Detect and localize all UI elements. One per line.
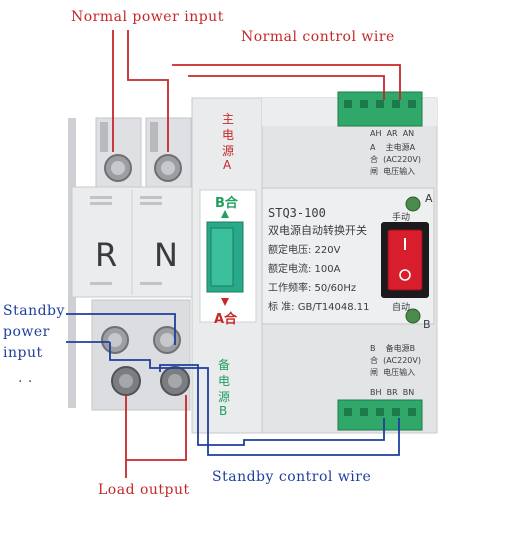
bottom-terminal-labels: BH BR BN bbox=[370, 388, 415, 397]
top-info-line-3: 闸 电压输入 bbox=[370, 167, 416, 176]
top-green-terminal bbox=[337, 91, 423, 127]
spec-line-2: 额定电流: 100A bbox=[268, 264, 341, 275]
main-source-char-2: 电 bbox=[222, 128, 235, 142]
standby-source-char-3: 源 bbox=[218, 390, 231, 404]
spec-line-4: 标 准: GB/T14048.11 bbox=[268, 302, 370, 313]
phase-label-r: R bbox=[95, 236, 118, 274]
spec-line-3: 工作频率: 50/60Hz bbox=[268, 283, 357, 294]
indicator-led-b bbox=[405, 308, 421, 324]
standby-control-wire-label: Standby control wire bbox=[212, 469, 372, 485]
phase-label-n: N bbox=[154, 236, 178, 274]
indicator-b-label: B bbox=[423, 318, 431, 331]
main-source-char-3: 源 bbox=[222, 144, 235, 158]
indicator-led-a bbox=[405, 196, 421, 212]
standby-power-input-label-line2: power bbox=[3, 324, 50, 340]
standby-source-letter: B bbox=[219, 404, 228, 418]
standby-source-char-2: 电 bbox=[218, 374, 231, 388]
rocker-switch bbox=[387, 229, 423, 291]
standby-power-input-label-line3: input bbox=[3, 345, 43, 361]
standby-dots: . . bbox=[18, 370, 33, 386]
auto-label: 自动 bbox=[392, 303, 411, 313]
standby-source-char-1: 备 bbox=[218, 358, 231, 372]
load-output-label: Load output bbox=[98, 482, 190, 498]
bottom-info-line-1: B 备电源B bbox=[370, 344, 416, 353]
manual-label: 手动 bbox=[392, 213, 411, 223]
top-info-line-1: A 主电源A bbox=[370, 143, 416, 152]
model-label: STQ3-100 bbox=[268, 206, 326, 220]
standby-power-input-label-line1: Standby bbox=[3, 303, 65, 319]
top-info-line-2: 合 (AC220V) bbox=[370, 155, 421, 164]
switch-bottom-label: A合 bbox=[214, 312, 238, 327]
bottom-info-line-3: 闸 电压输入 bbox=[370, 368, 416, 377]
normal-power-input-label: Normal power input bbox=[71, 9, 224, 25]
switch-lever bbox=[210, 227, 234, 287]
bottom-info-line-2: 合 (AC220V) bbox=[370, 356, 421, 365]
switch-top-label: B合 bbox=[215, 196, 238, 211]
spec-line-1: 额定电压: 220V bbox=[268, 245, 341, 256]
main-source-char-1: 主 bbox=[222, 112, 235, 126]
main-source-letter: A bbox=[223, 158, 232, 172]
indicator-a-label: A bbox=[425, 192, 433, 205]
normal-control-wire-label: Normal control wire bbox=[241, 29, 395, 45]
top-terminal-labels: AH AR AN bbox=[370, 129, 415, 138]
product-name: 双电源自动转换开关 bbox=[268, 224, 367, 237]
